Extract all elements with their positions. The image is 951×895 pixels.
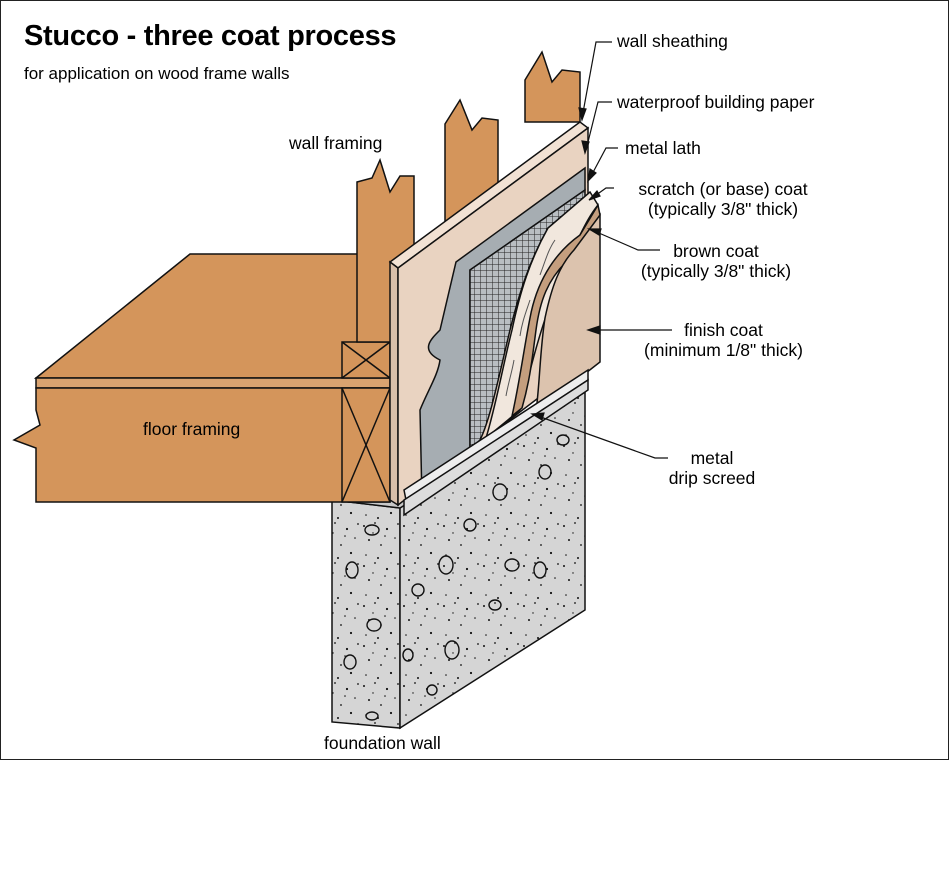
label-waterproof-building-paper: waterproof building paper bbox=[617, 92, 815, 112]
diagram-title: Stucco - three coat process bbox=[24, 20, 397, 52]
label-floor-framing: floor framing bbox=[143, 419, 241, 439]
label-metal-lath: metal lath bbox=[625, 138, 701, 158]
label-brown-coat: brown coat (typically 3/8" thick) bbox=[626, 241, 806, 281]
label-brown-coat-thickness: (typically 3/8" thick) bbox=[640, 261, 792, 281]
label-drip-screed-line1: metal bbox=[690, 448, 734, 468]
label-scratch-coat-name: scratch (or base) coat bbox=[638, 179, 808, 199]
foundation-wall bbox=[331, 383, 586, 730]
label-brown-coat-name: brown coat bbox=[673, 241, 759, 261]
label-finish-coat: finish coat (minimum 1/8" thick) bbox=[626, 320, 821, 360]
label-scratch-coat-thickness: (typically 3/8" thick) bbox=[647, 199, 799, 219]
floor-framing bbox=[12, 253, 391, 503]
label-drip-screed-line2: drip screed bbox=[668, 468, 756, 488]
label-wall-sheathing: wall sheathing bbox=[617, 31, 728, 51]
label-wall-framing: wall framing bbox=[289, 133, 383, 153]
label-scratch-coat: scratch (or base) coat (typically 3/8" t… bbox=[618, 179, 828, 219]
diagram-subtitle: for application on wood frame walls bbox=[24, 64, 290, 83]
label-foundation-wall: foundation wall bbox=[324, 733, 441, 753]
leader-lines bbox=[530, 41, 672, 459]
label-finish-coat-name: finish coat bbox=[684, 320, 763, 340]
finish-coat bbox=[535, 212, 601, 414]
label-metal-drip-screed: metal drip screed bbox=[650, 448, 774, 488]
label-finish-coat-thickness: (minimum 1/8" thick) bbox=[644, 340, 803, 360]
